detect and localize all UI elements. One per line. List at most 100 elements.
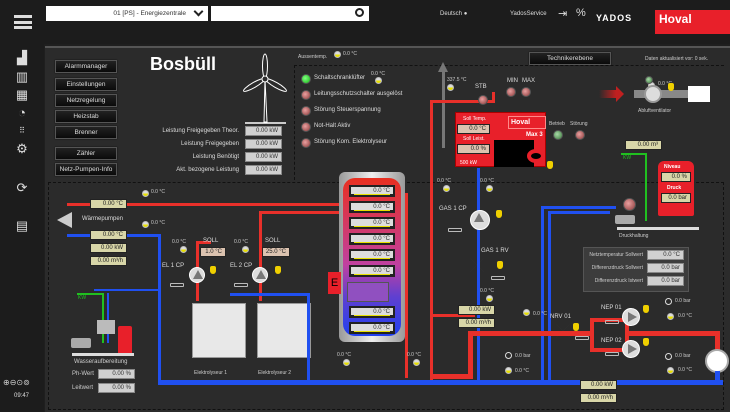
buffer-tank: 0.0 °C 0.0 °C 0.0 °C 0.0 °C 0.0 °C 0.0 °… [339, 172, 405, 342]
power-label-benoetigt: Leistung Benötigt [192, 154, 239, 160]
boiler-pipe-stb [492, 92, 495, 102]
grid-icon[interactable]: ⠿ [19, 126, 25, 135]
manual-hand-icon[interactable] [547, 161, 553, 169]
nrv-t1-sensor-icon [523, 309, 530, 316]
speech-bubble-icon: ● [463, 11, 468, 17]
wasser-pump-icon [71, 338, 91, 348]
el2-name: Elektrolyseur 2 [258, 370, 292, 376]
table-icon[interactable]: ▦ [15, 87, 29, 102]
nep2-hand-icon[interactable] [643, 338, 649, 346]
tank-temp-6: 0.0 °C [349, 265, 395, 277]
brenner-button[interactable]: Brenner [55, 126, 117, 139]
wp-pipe-blue-down [158, 234, 161, 384]
netz-temp-soll-label: Netztemperatur Sollwert [589, 252, 643, 258]
abluft-hand-icon[interactable] [668, 83, 674, 91]
nrv-pipe-red [430, 374, 472, 379]
gear-icon[interactable]: ⚙ [16, 141, 28, 156]
gas-t3-sensor-icon [486, 295, 493, 302]
tank-heater-coil [347, 282, 389, 302]
language-selector[interactable]: Deutsch ● [440, 11, 467, 17]
netzregelung-button[interactable]: Netzregelung [55, 94, 117, 107]
page-title: Bosbüll [150, 54, 216, 74]
nep2-pump-icon[interactable] [622, 340, 640, 358]
el1-hand-icon[interactable] [210, 266, 216, 274]
power-label-theor: Leistung Freigegeben Theor. [162, 128, 239, 134]
alarmmanager-button[interactable]: Alarmmanager [55, 60, 117, 73]
technikerebene-button[interactable]: Technikerebene [529, 52, 611, 65]
nrv-t1: 0.0 °C [533, 311, 547, 317]
sync-icon[interactable]: ⟳ [16, 180, 28, 195]
niveau-value: 0.0 % [661, 172, 691, 182]
el2-pump-icon[interactable] [252, 267, 268, 283]
gas-cp-pump-icon[interactable] [470, 210, 490, 230]
netz-info-box: Netztemperatur Sollwert 0.0 °C Differenz… [583, 247, 689, 292]
power-value-theor: 0.00 kW [245, 126, 282, 136]
logout-icon[interactable]: ⇥ [558, 8, 568, 20]
abluft-arrow-icon [599, 90, 616, 98]
main-panel: Alarmmanager Einstellungen Netzregelung … [45, 46, 730, 412]
druck-tank: Niveau 0.0 % Druck 0.0 bar [658, 161, 694, 216]
search-input[interactable] [211, 6, 369, 21]
location-select[interactable]: 01 [PS] - Energiezentrale [46, 6, 208, 21]
calendar-icon[interactable]: ▤ [15, 218, 29, 233]
elektrolyseur-1[interactable] [192, 303, 246, 358]
factory-icon[interactable]: ▟ [17, 50, 27, 65]
netz-pumpen-info-button[interactable]: Netz-Pumpen-Info [55, 163, 117, 176]
sidebar: ▟ ▥ ▦ ◔ ⠿ ⚙ ⟳ ▤ ⊕⊖⊙⊚ 09:47 [0, 44, 44, 412]
pie-chart-icon[interactable]: ◔ [18, 105, 26, 120]
search-icon[interactable] [355, 8, 364, 17]
burner-icon [527, 149, 545, 163]
nep1-pump-icon[interactable] [622, 308, 640, 326]
statistics-icon[interactable]: ▥ [15, 69, 29, 84]
el2-soll-label: SOLL [265, 238, 281, 244]
nrv-hand-icon[interactable] [573, 323, 579, 331]
zoom-controls: ⊕⊖⊙⊚ [3, 378, 30, 387]
nrv-t2: 0.0 °C [515, 368, 529, 374]
yados-logo-text: YADOS [596, 13, 633, 23]
elektrolyseur-2[interactable] [257, 303, 311, 358]
wp-power: 0.00 kW [90, 243, 127, 253]
diff-druck-soll-value: 0.0 bar [647, 263, 684, 273]
zoom-fit-icon[interactable]: ⊚ [23, 378, 30, 387]
bus-blue-el [230, 293, 310, 296]
gas-cp-hand-icon[interactable] [496, 210, 502, 218]
tank-bottom-left-sensor-icon [343, 359, 350, 366]
zaehler-button[interactable]: Zähler [55, 147, 117, 160]
zoom-out-icon[interactable]: ⊖ [9, 378, 17, 387]
kw-pipe-v [645, 153, 647, 221]
nep-loop-bot [590, 348, 628, 352]
zoom-in-icon[interactable]: ⊕ [3, 378, 10, 387]
wasser-blue-2 [107, 293, 109, 343]
power-value-bezogen: 0.00 kW [245, 165, 282, 175]
einstellungen-button[interactable]: Einstellungen [55, 78, 117, 91]
el2-soll-value: 25.0 °C [262, 247, 290, 257]
abluft-fan-icon[interactable] [644, 85, 662, 103]
percent-icon[interactable]: % [576, 7, 586, 19]
el2-hand-icon[interactable] [275, 266, 281, 274]
wasser-tank [118, 326, 132, 356]
nep2-label: NEP 02 [601, 338, 622, 344]
nrv-label: NRV 01 [550, 314, 571, 320]
hamburger-menu-icon[interactable] [14, 15, 32, 29]
nep-temp2-sensor-icon [667, 367, 674, 374]
gas-rv-hand-icon[interactable] [497, 261, 503, 269]
zoom-reset-icon[interactable]: ⊙ [16, 378, 24, 387]
el1-soll-value: 1.0 °C [200, 247, 226, 257]
el1-pump-icon[interactable] [189, 267, 205, 283]
el1-pct-bar [170, 283, 184, 287]
nep1-hand-icon[interactable] [643, 305, 649, 313]
location-select-value: 01 [PS] - Energiezentrale [113, 10, 186, 17]
stoerung-label: Störung [570, 121, 588, 127]
wp-arrow-icon [57, 212, 72, 228]
leitwert-label: Leitwert [72, 385, 94, 391]
heater-e-button[interactable]: E [328, 272, 341, 294]
el1-sensor-icon [180, 246, 187, 253]
stb-label: STB [475, 84, 487, 90]
heizstab-button[interactable]: Heizstab [55, 110, 117, 123]
hoval-logo-text: Hoval [659, 12, 692, 26]
loop-blue-4 [548, 211, 551, 381]
gas-power: 0.00 kW [458, 305, 495, 315]
main-pump-icon[interactable] [705, 349, 729, 373]
wasser-kw-label: KW [78, 295, 87, 301]
exhaust-temp: 337.5 °C [447, 77, 467, 83]
